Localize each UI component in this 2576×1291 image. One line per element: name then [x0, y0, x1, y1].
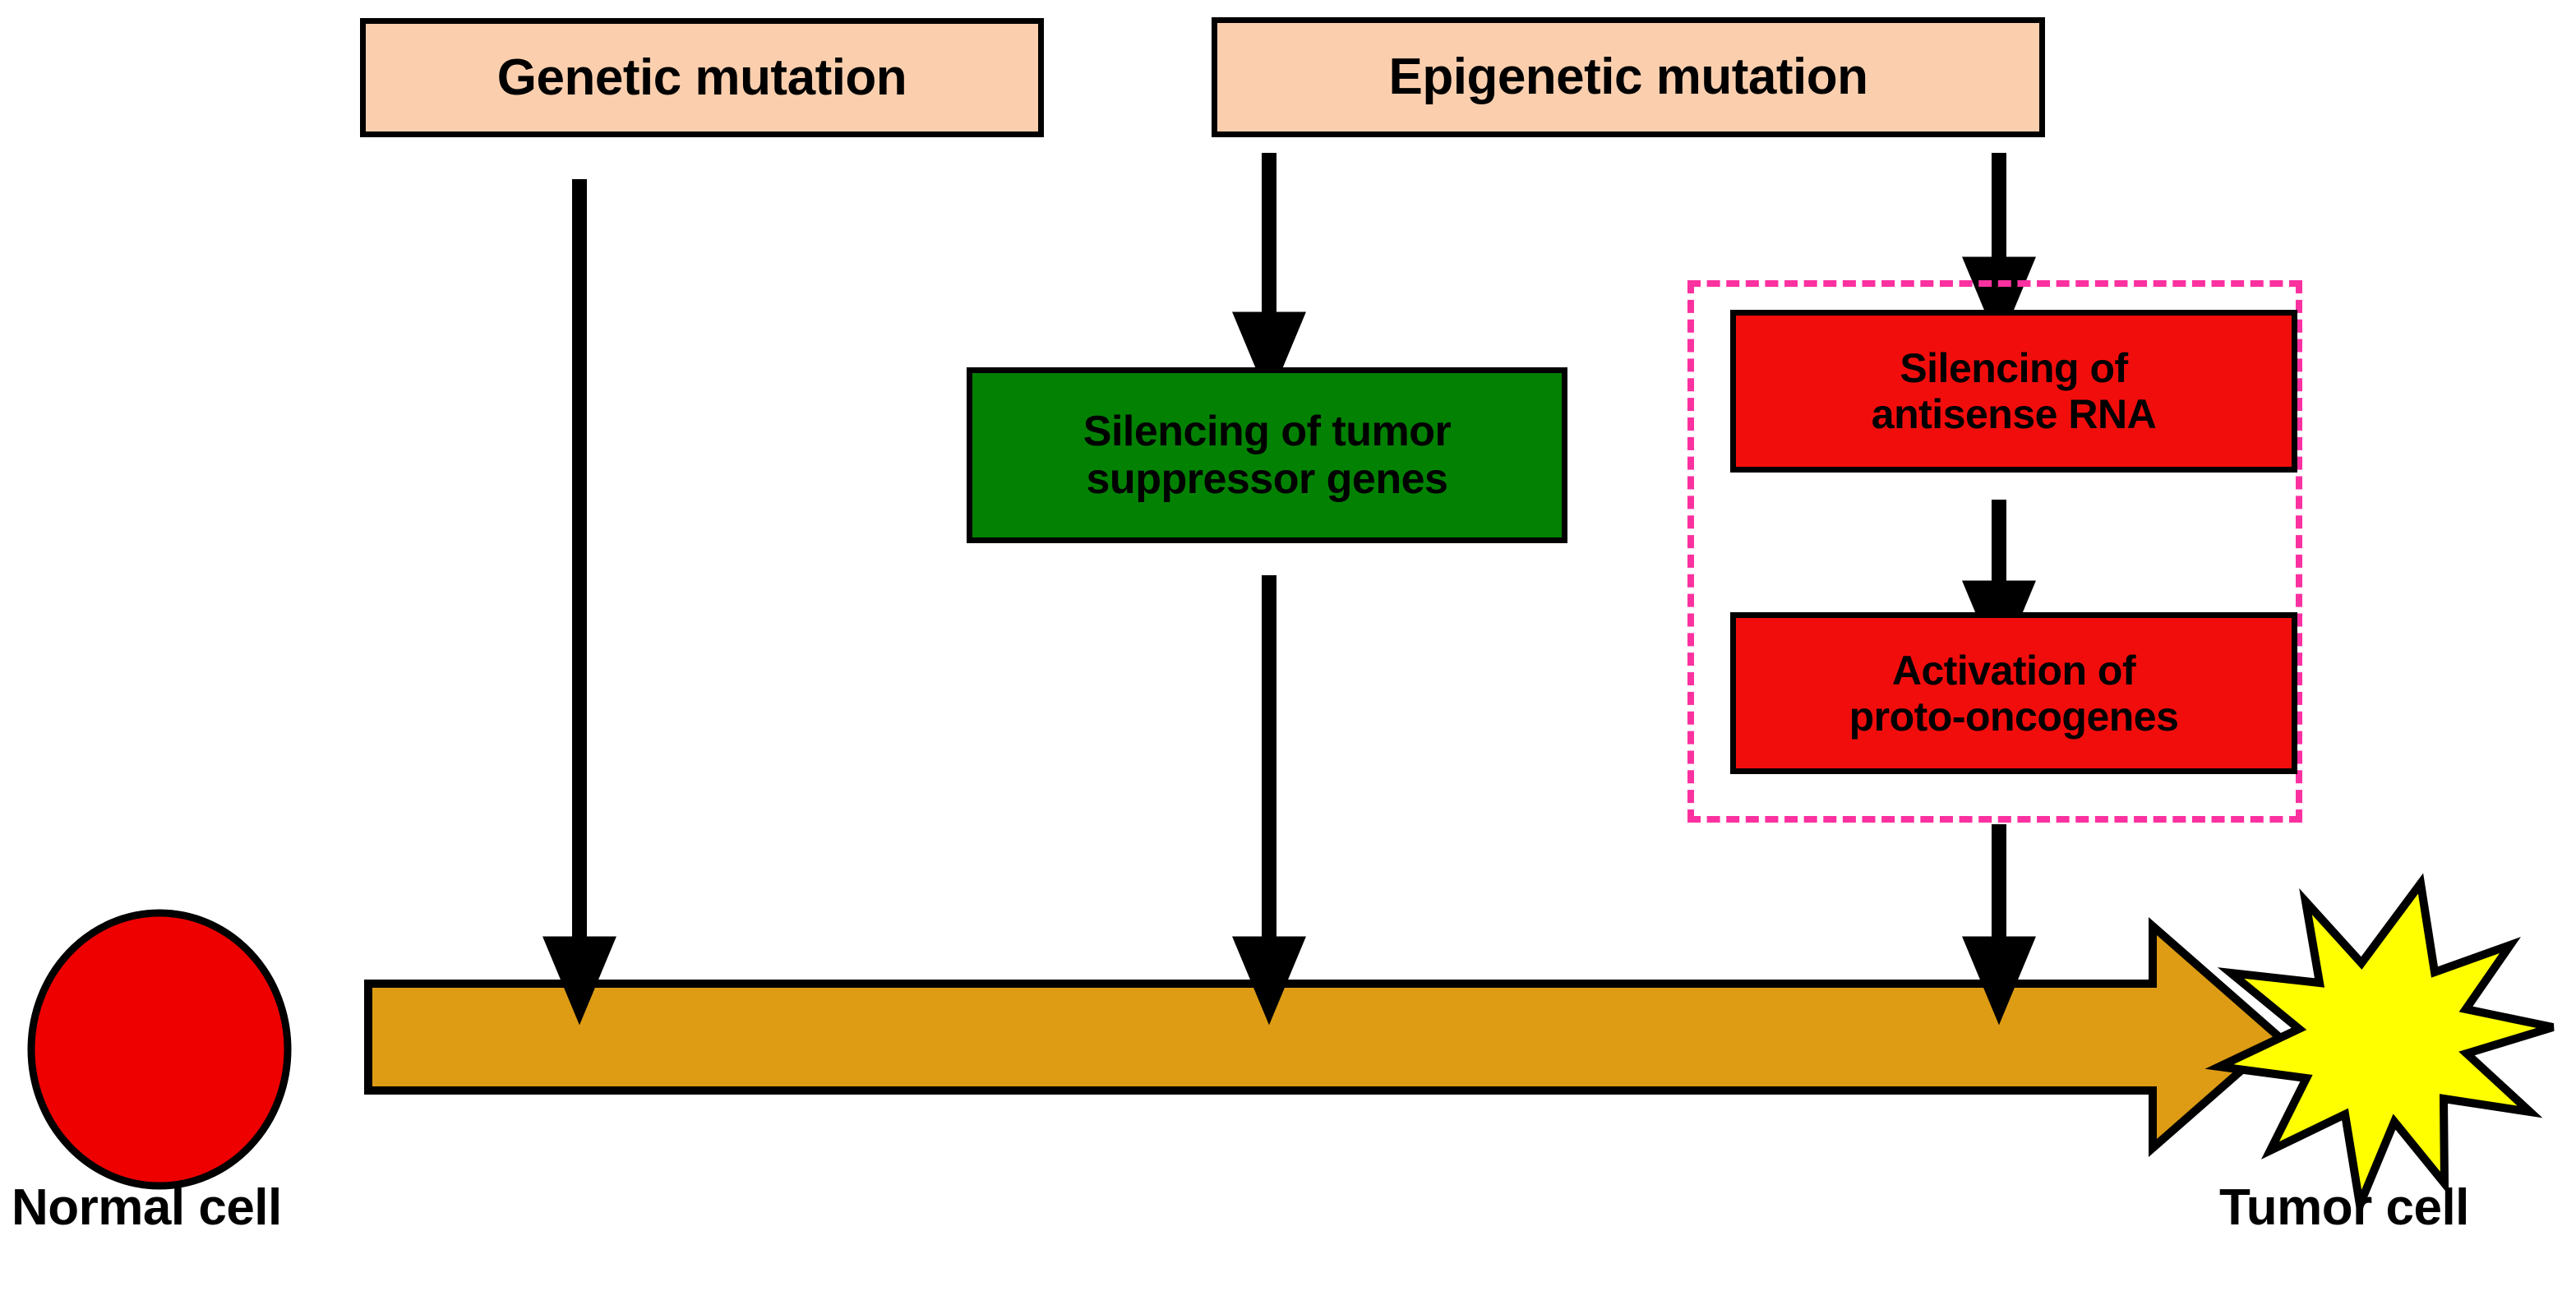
tumor-cell-starburst	[2204, 873, 2555, 1220]
node-silencing-antisense-rna[interactable]: Silencing of antisense RNA	[1730, 310, 2297, 473]
caption-normal-cell: Normal cell	[12, 1179, 282, 1236]
node-silencing-tumor-suppressor-genes[interactable]: Silencing of tumor suppressor genes	[967, 367, 1567, 543]
node-activation-proto-oncogenes-label-line2: proto-oncogenes	[1849, 693, 2179, 740]
node-silencing-antisense-rna-label-line1: Silencing of	[1900, 345, 2128, 391]
epigenetic-oncogene-grouping-region	[1687, 280, 2302, 823]
node-silencing-antisense-rna-label-line2: antisense RNA	[1871, 391, 2157, 437]
node-silencing-tsg-label-line2: suppressor genes	[1086, 455, 1448, 503]
node-activation-proto-oncogenes[interactable]: Activation of proto-oncogenes	[1730, 612, 2297, 774]
node-silencing-tsg-label-line1: Silencing of tumor	[1083, 407, 1452, 455]
node-epigenetic-mutation-label: Epigenetic mutation	[1388, 48, 1868, 106]
progression-block-arrow	[364, 916, 2286, 1158]
caption-tumor-cell: Tumor cell	[2219, 1179, 2469, 1236]
normal-cell-shape	[27, 909, 292, 1190]
node-activation-proto-oncogenes-label-line1: Activation of	[1891, 647, 2136, 694]
node-epigenetic-mutation[interactable]: Epigenetic mutation	[1212, 17, 2045, 137]
node-genetic-mutation-label: Genetic mutation	[496, 48, 907, 106]
node-genetic-mutation[interactable]: Genetic mutation	[360, 18, 1044, 137]
